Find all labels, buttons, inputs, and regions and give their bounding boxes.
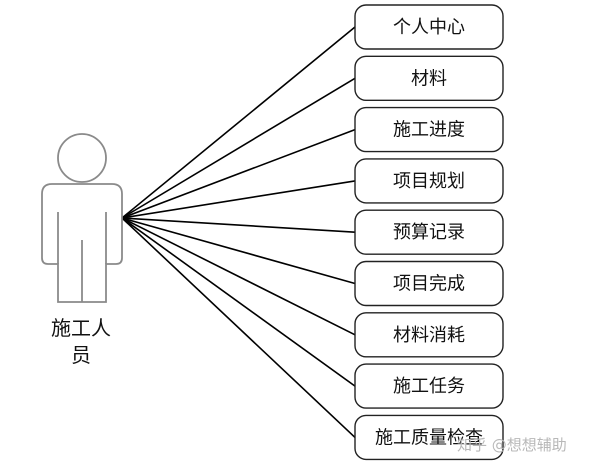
use-case-1: 个人中心: [354, 4, 504, 50]
use-case-label: 材料消耗: [393, 325, 465, 346]
association-line-9: [121, 217, 356, 438]
actor-figure: [41, 133, 123, 303]
actor-label-line2: 员: [71, 343, 91, 367]
use-case-label: 材料: [411, 68, 447, 89]
association-line-4: [121, 180, 356, 219]
use-case-label: 项目完成: [393, 274, 465, 295]
use-case-7: 材料消耗: [354, 312, 504, 358]
association-line-7: [121, 217, 356, 336]
watermark: 知乎 @想想辅助: [457, 436, 567, 454]
use-case-label: 个人中心: [393, 17, 465, 38]
association-lines: [121, 26, 356, 438]
association-line-6: [121, 217, 356, 285]
use-case-label: 施工进度: [393, 120, 465, 141]
use-case-box: [354, 260, 504, 307]
use-case-5: 预算记录: [354, 209, 504, 255]
use-case-box: [354, 414, 504, 461]
use-case-box: [354, 312, 504, 358]
association-line-3: [121, 128, 356, 219]
use-case-label: 施工质量检查: [375, 427, 483, 448]
use-case-box: [354, 363, 504, 409]
use-case-9: 施工质量检查: [354, 414, 504, 461]
use-case-4: 项目规划: [354, 158, 504, 204]
use-case-2: 材料: [354, 55, 504, 101]
association-line-5: [121, 217, 356, 233]
use-case-box: [354, 158, 504, 204]
use-case-box: [354, 209, 504, 255]
use-case-box: [354, 55, 504, 101]
use-case-box: [354, 106, 504, 153]
use-case-label: 施工任务: [393, 376, 465, 397]
actor-label-line1: 施工人: [51, 316, 111, 340]
association-line-8: [121, 217, 356, 387]
use-case-box: [354, 4, 504, 50]
actor-head: [57, 133, 107, 183]
use-case-6: 项目完成: [354, 260, 504, 307]
use-case-label: 项目规划: [393, 171, 465, 192]
association-line-1: [121, 26, 356, 219]
use-case-label: 预算记录: [393, 222, 465, 243]
association-line-2: [121, 77, 356, 219]
use-case-8: 施工任务: [354, 363, 504, 409]
use-case-3: 施工进度: [354, 106, 504, 153]
